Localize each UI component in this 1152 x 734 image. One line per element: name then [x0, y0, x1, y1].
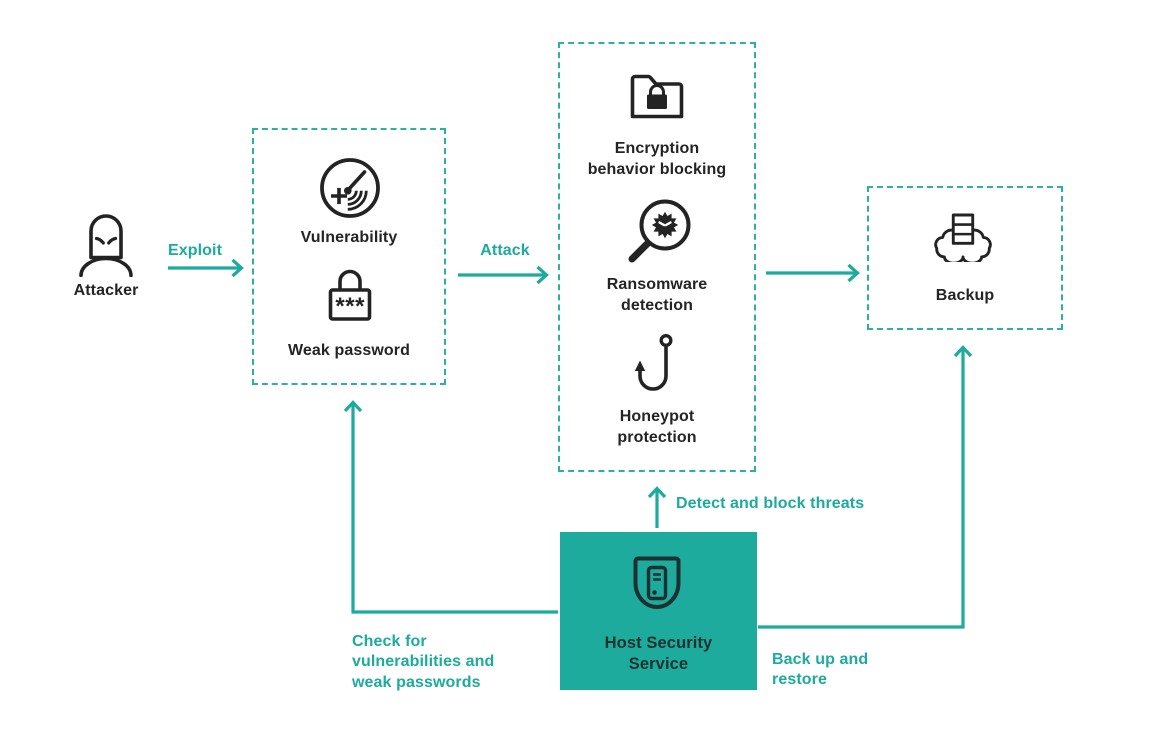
- backup-cloud-icon: [934, 213, 992, 262]
- host-security-service-label: Host Security Service: [604, 634, 713, 674]
- backup-label: Backup: [935, 287, 995, 304]
- detect-and-block-arrow: [647, 486, 667, 528]
- attack-arrow: [458, 265, 549, 285]
- backup-box: [867, 186, 1063, 330]
- exploit-arrow-label: Exploit: [167, 242, 223, 259]
- attacker-label: Attacker: [73, 282, 139, 299]
- vulnerability-label: Vulnerability: [300, 229, 398, 246]
- weak-password-lock-icon: ***: [328, 269, 372, 321]
- honeypot-hook-icon: [634, 334, 673, 391]
- detection-to-backup-arrow: [766, 263, 860, 283]
- detection-box: [558, 42, 756, 472]
- back-up-and-restore-label: Back up and restore: [772, 651, 869, 689]
- ransomware-magnifier-icon: [628, 199, 691, 263]
- vulnerability-scan-icon: [320, 158, 380, 218]
- honeypot-protection-label: Honeypot protection: [617, 408, 697, 446]
- detect-and-block-threats-label: Detect and block threats: [676, 495, 865, 512]
- host-security-shield-icon: [633, 556, 681, 609]
- encryption-folder-lock-icon: [630, 74, 684, 119]
- encryption-behavior-blocking-label: Encryption behavior blocking: [587, 140, 727, 178]
- attack-arrow-label: Attack: [480, 242, 530, 259]
- backup-restore-elbow-arrow: [758, 345, 973, 629]
- check-vulnerabilities-elbow-arrow: [343, 400, 558, 614]
- ransomware-detection-label: Ransomware detection: [606, 276, 708, 314]
- lock-asterisks: ***: [335, 293, 365, 320]
- attacker-icon: [79, 214, 133, 277]
- weak-password-label: Weak password: [288, 342, 410, 359]
- exploit-arrow: [168, 258, 244, 278]
- check-vulnerabilities-label: Check for vulnerabilities and weak passw…: [352, 633, 495, 691]
- vulnerability-box: [252, 128, 446, 385]
